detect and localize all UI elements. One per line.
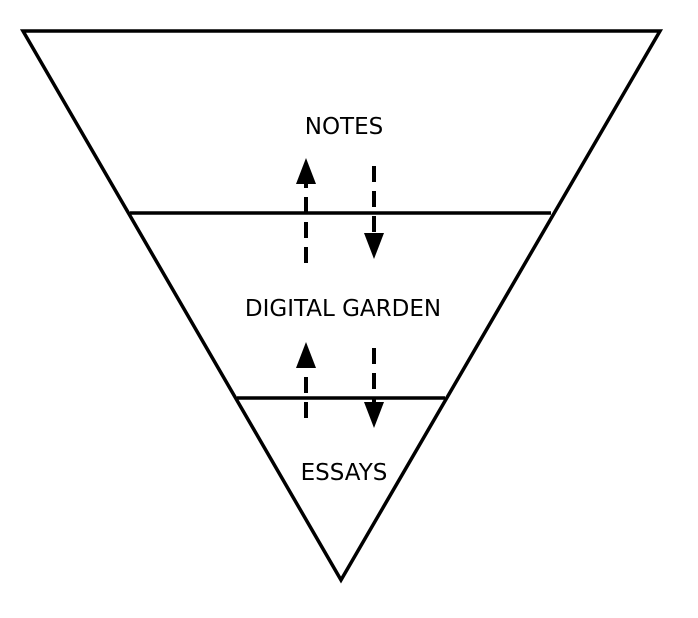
down-arrow-garden-to-essays bbox=[364, 348, 384, 428]
funnel-outline bbox=[19, 29, 664, 584]
up-arrow-essays-to-garden bbox=[296, 342, 316, 418]
layer-label-essays: ESSAYS bbox=[301, 460, 388, 486]
down-arrow-notes-to-garden bbox=[364, 166, 384, 259]
layer-label-digital-garden: DIGITAL GARDEN bbox=[245, 296, 441, 322]
layer-label-notes: NOTES bbox=[305, 114, 384, 140]
up-arrow-garden-to-notes bbox=[296, 158, 316, 263]
